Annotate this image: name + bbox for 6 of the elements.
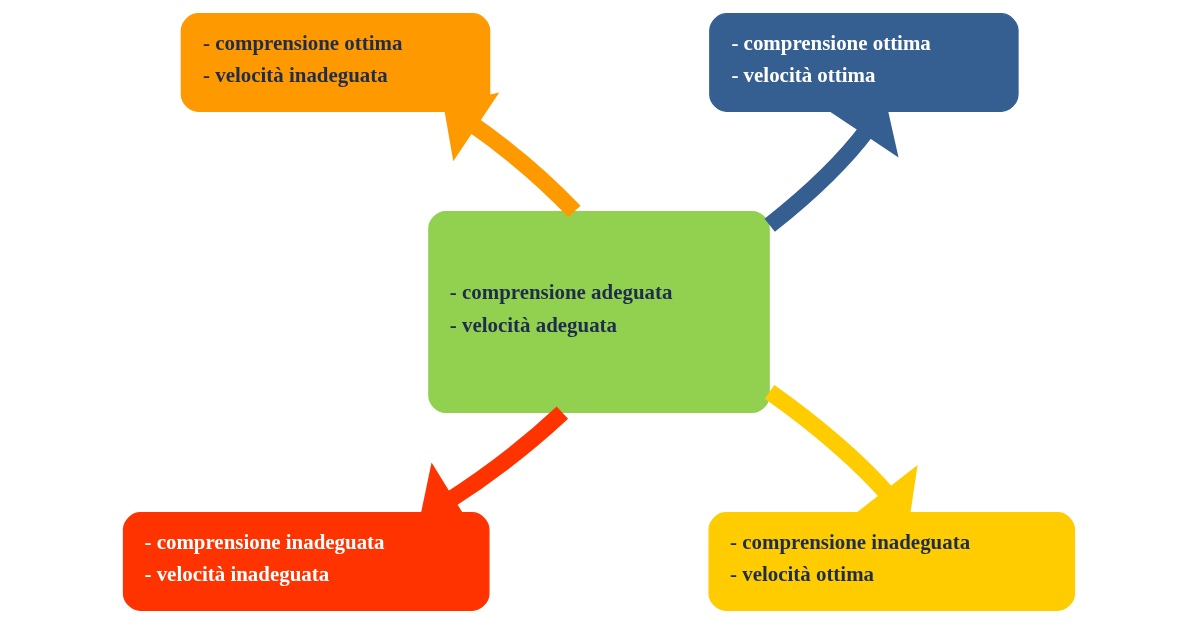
node-box: - comprensione adeguata - velocità adeguata [428,210,770,414]
node-box: - comprensione ottima - velocità ottima [709,12,1019,112]
arrow [443,92,581,218]
node-box: - comprensione ottima - velocità inadeguata [180,12,491,112]
node-box: - comprensione inadeguata - velocità ottima [708,512,1076,612]
node-box: - comprensione inadeguata - velocità inadeguata [122,512,490,612]
